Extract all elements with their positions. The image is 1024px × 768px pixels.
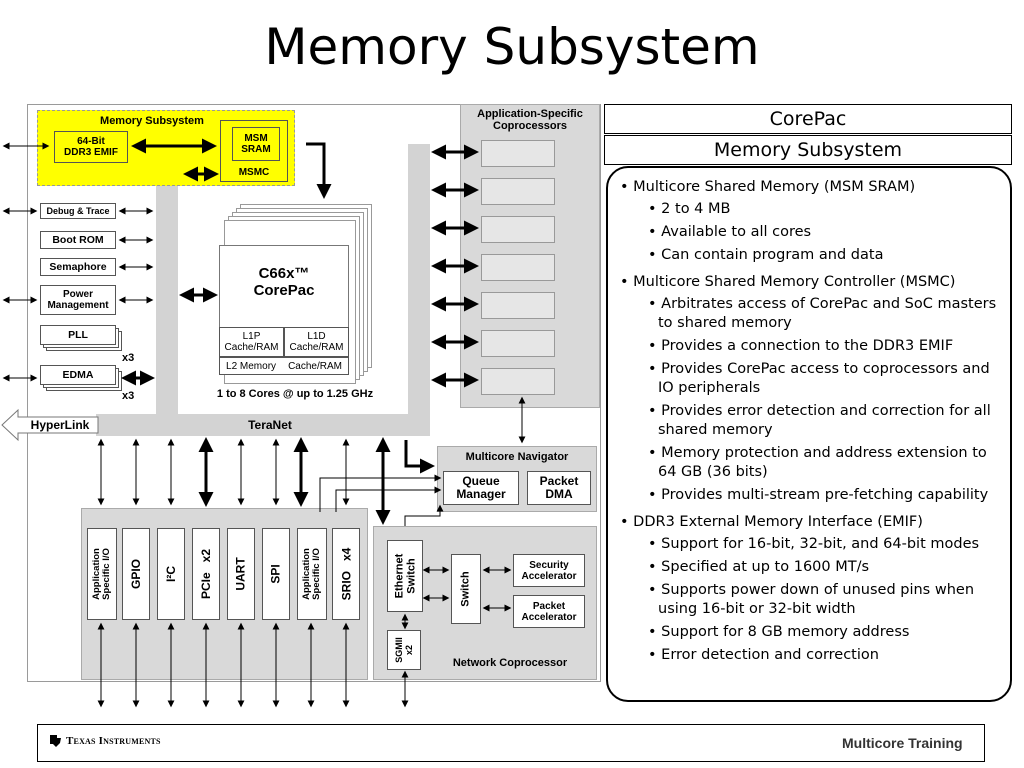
peripheral-app-specific-io-2: Application Specific I/O [297, 528, 327, 620]
ethernet-switch-box: Ethernet Switch [387, 540, 423, 612]
pll-count: x3 [122, 352, 135, 364]
ti-logo: Texas Instruments [48, 734, 161, 748]
semaphore-box: Semaphore [40, 258, 116, 276]
sub-bullet: • Arbitrates access of CorePac and SoC m… [648, 296, 997, 331]
sub-bullet: • Can contain program and data [648, 247, 884, 263]
sub-bullet: • Error detection and correction [648, 647, 879, 663]
msm-sram-box: MSM SRAM [232, 127, 280, 161]
boot-rom-box: Boot ROM [40, 231, 116, 249]
ti-logo-text: Texas Instruments [66, 735, 161, 747]
teranet-vertical-left [156, 168, 178, 436]
switch-box: Switch [451, 554, 481, 624]
coprocessor-slot [481, 330, 555, 357]
l2-cache-label: Cache/RAM [288, 360, 342, 372]
footer-course-label: Multicore Training [842, 735, 963, 751]
sub-bullet: • Supports power down of unused pins whe… [648, 582, 975, 617]
peripheral-i2c: I²C [157, 528, 185, 620]
ddr3-emif-box: 64-Bit DDR3 EMIF [54, 131, 128, 163]
coprocessor-slot [481, 254, 555, 281]
teranet-bus [96, 414, 430, 436]
coprocessor-slot [481, 178, 555, 205]
packet-dma-box: Packet DMA [527, 471, 591, 505]
l1p-box: L1P Cache/RAM [219, 327, 284, 357]
sub-bullet: • Memory protection and address extensio… [648, 445, 987, 480]
queue-manager-box: Queue Manager [443, 471, 519, 505]
network-coprocessor-label: Network Coprocessor [452, 657, 568, 669]
l2-memory-label: L2 Memory [226, 360, 277, 372]
edma-count: x3 [122, 390, 135, 402]
peripheral-app-specific-io-1: Application Specific I/O [87, 528, 117, 620]
l1d-box: L1D Cache/RAM [284, 327, 349, 357]
msmc-box [220, 120, 288, 182]
sub-bullet: • Provides a connection to the DDR3 EMIF [648, 338, 954, 354]
sub-bullet: • Provides multi-stream pre-fetching cap… [648, 487, 989, 503]
memory-subsystem-header: Memory Subsystem [604, 135, 1012, 165]
sub-bullet: • Support for 16-bit, 32-bit, and 64-bit… [648, 536, 980, 552]
bullet-text: Multicore Shared Memory (MSM SRAM) [633, 179, 916, 195]
security-accelerator-box: Security Accelerator [513, 554, 585, 587]
corepac-title: C66x™ CorePac [253, 265, 315, 299]
coprocessor-slot [481, 292, 555, 319]
sub-bullet: • Support for 8 GB memory address [648, 624, 910, 640]
l2-memory-box: L2 Memory Cache/RAM [219, 357, 349, 375]
bullet-msm-sram: • Multicore Shared Memory (MSM SRAM) • 2… [618, 178, 1000, 265]
bullet-msmc: • Multicore Shared Memory Controller (MS… [618, 273, 1000, 505]
power-management-box: Power Management [40, 285, 116, 315]
sub-bullet: • 2 to 4 MB [648, 201, 731, 217]
packet-accelerator-box: Packet Accelerator [513, 595, 585, 628]
footer-bar [37, 724, 985, 762]
sgmii-box: SGMII x2 [387, 630, 421, 670]
bullet-text: Multicore Shared Memory Controller (MSMC… [633, 274, 956, 290]
ti-logo-icon [50, 735, 61, 747]
slide-title: Memory Subsystem [264, 18, 760, 76]
sub-bullet: • Specified at up to 1600 MT/s [648, 559, 870, 575]
edma-box: EDMA [40, 365, 116, 385]
peripheral-pcie: PCIe x2 [192, 528, 220, 620]
notes-panel: • Multicore Shared Memory (MSM SRAM) • 2… [606, 166, 1012, 702]
msmc-label: MSMC [238, 167, 270, 178]
hyperlink-label: HyperLink [30, 418, 90, 432]
corepac-header: CorePac [604, 104, 1012, 134]
peripheral-srio: SRIO x4 [332, 528, 360, 620]
pll-box: PLL [40, 325, 116, 345]
sub-bullet: • Provides CorePac access to coprocessor… [648, 361, 990, 396]
peripheral-gpio: GPIO [122, 528, 150, 620]
debug-trace-box: Debug & Trace [40, 203, 116, 219]
bullet-text: DDR3 External Memory Interface (EMIF) [633, 514, 923, 530]
peripheral-uart: UART [227, 528, 255, 620]
bullet-ddr3-emif: • DDR3 External Memory Interface (EMIF) … [618, 513, 1000, 665]
coprocessors-label: Application-Specific Coprocessors [477, 108, 583, 132]
multicore-navigator-label: Multicore Navigator [465, 451, 569, 463]
cores-label: 1 to 8 Cores @ up to 1.25 GHz [216, 388, 374, 400]
teranet-label: TeraNet [248, 418, 292, 432]
coprocessor-slot [481, 140, 555, 167]
coprocessor-slot [481, 216, 555, 243]
bullet-list: • Multicore Shared Memory (MSM SRAM) • 2… [618, 178, 1000, 665]
hyperlink-arrow [1, 408, 99, 442]
sub-bullet: • Provides error detection and correctio… [648, 403, 991, 438]
teranet-vertical-right [408, 144, 430, 436]
peripheral-spi: SPI [262, 528, 290, 620]
sub-bullet: • Available to all cores [648, 224, 812, 240]
memory-subsystem-label: Memory Subsystem [100, 115, 204, 127]
coprocessor-slot [481, 368, 555, 395]
